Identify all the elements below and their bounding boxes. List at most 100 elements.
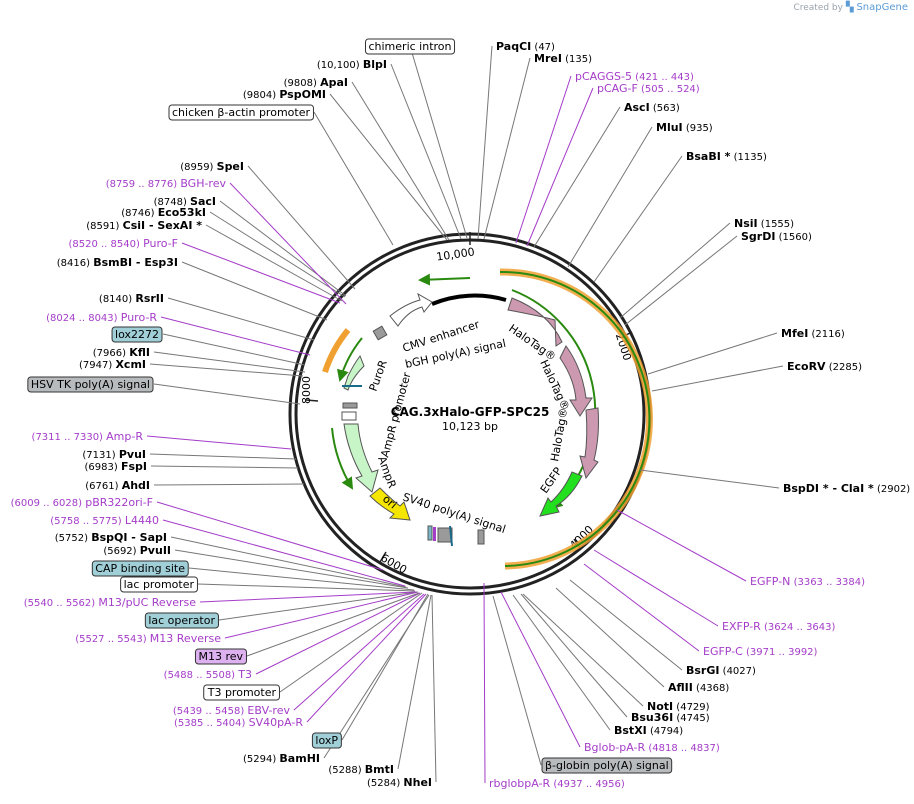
label-sv40par[interactable]: (5385 .. 5404) SV40pA-R [174, 716, 303, 729]
site-name: BamHI [279, 752, 320, 765]
site-name: M13/pUC Reverse [98, 596, 196, 609]
label-noti[interactable]: NotI (4729) [647, 700, 710, 713]
label-rsrii[interactable]: (8140) RsrII [99, 292, 164, 305]
leader-lox2272 [162, 333, 306, 366]
label-bsabi[interactable]: BsaBI * (1135) [686, 150, 767, 163]
feature-name-chimeric: chimeric intron [368, 40, 451, 53]
site-position: (4368) [693, 683, 730, 694]
label-bghrev[interactable]: (8759 .. 8776) BGH-rev [106, 177, 227, 190]
label-bsu36i[interactable]: Bsu36I (4745) [631, 711, 710, 724]
label-chickactin[interactable]: chicken β-actin promoter [168, 104, 314, 121]
cmv-enhancer-arrow [389, 292, 433, 327]
primer-l4440: (5758 .. 5775) L4440 [50, 514, 159, 527]
lox-cluster-2 [433, 527, 436, 541]
label-csii[interactable]: (8591) CsiI - SexAI * [86, 219, 202, 232]
label-purof[interactable]: (8520 .. 8540) Puro-F [68, 237, 178, 250]
enzyme-bspqi: (5752) BspQI - SapI [55, 531, 167, 544]
label-egfpc[interactable]: EGFP-C (3971 .. 3992) [703, 645, 818, 658]
leader-egfpn [616, 509, 747, 582]
enzyme-rsrii: (8140) RsrII [99, 292, 164, 305]
leader-bstxi [512, 594, 611, 731]
label-egfpn[interactable]: EGFP-N (3363 .. 3384) [750, 575, 865, 588]
label-nhei[interactable]: (5284) NheI [367, 776, 432, 789]
label-asci[interactable]: AscI (563) [624, 101, 680, 114]
primer-rbglobpar: rbglobpA-R (4937 .. 4956) [489, 777, 625, 790]
label-pvui[interactable]: (7131) PvuI [82, 448, 146, 461]
leader-asci [533, 106, 621, 248]
label-lacop[interactable]: lac operator [144, 612, 219, 629]
label-bspqi[interactable]: (5752) BspQI - SapI [55, 531, 167, 544]
label-mfei[interactable]: MfeI (2116) [781, 327, 845, 340]
label-kfli[interactable]: (7966) KflI [93, 346, 150, 359]
sv40-block [437, 527, 453, 543]
label-ampr_r[interactable]: (7311 .. 7330) Amp-R [32, 430, 144, 443]
enzyme-bsabi: BsaBI * (1135) [686, 150, 767, 163]
site-name: NheI [403, 776, 432, 789]
label-t3prom[interactable]: T3 promoter [203, 684, 280, 701]
label-bsmbi[interactable]: (8416) BsmBI - Esp3I [57, 256, 178, 269]
label-bglobinpa[interactable]: β-globin poly(A) signal [541, 757, 673, 774]
label-m13puc[interactable]: (5540 .. 5562) M13/pUC Reverse [24, 596, 196, 609]
label-bamhi[interactable]: (5294) BamHI [243, 752, 320, 765]
label-lacprom[interactable]: lac promoter [120, 576, 198, 593]
label-pspomi[interactable]: (9804) PspOMI [243, 88, 326, 101]
leader-csii [205, 224, 343, 302]
label-loxp[interactable]: loxP [311, 732, 342, 749]
label-aflii[interactable]: AflII (4368) [668, 681, 729, 694]
label-mrei[interactable]: MreI (135) [534, 52, 592, 65]
site-position: (8959) [180, 162, 216, 173]
label-capsite[interactable]: CAP binding site [91, 560, 189, 577]
leader-nsii [619, 222, 731, 319]
primer-ampr_r: (7311 .. 7330) Amp-R [32, 430, 144, 443]
enzyme-mfei: MfeI (2116) [781, 327, 845, 340]
label-hsvtk[interactable]: HSV TK poly(A) signal [27, 376, 154, 393]
label-rbglobpar[interactable]: rbglobpA-R (4937 .. 4956) [489, 777, 625, 790]
label-pcagf[interactable]: pCAG-F (505 .. 524) [597, 82, 700, 95]
snapgene-credit: Created by ▚ SnapGene [793, 2, 908, 13]
label-m13reverse[interactable]: (5527 .. 5543) M13 Reverse [75, 632, 221, 645]
label-chimeric[interactable]: chimeric intron [364, 38, 456, 55]
label-ecorv[interactable]: EcoRV (2285) [787, 360, 862, 373]
label-blpi[interactable]: (10,100) BlpI [317, 58, 387, 71]
label-ebvrev[interactable]: (5439 .. 5458) EBV-rev [173, 704, 291, 717]
label-bstxi[interactable]: BstXI (4794) [614, 724, 683, 737]
site-name: AflII [668, 681, 693, 694]
label-lox2272[interactable]: lox2272 [111, 326, 163, 343]
label-mlui[interactable]: MluI (935) [656, 121, 713, 134]
label-exfpr[interactable]: EXFP-R (3624 .. 3643) [722, 620, 836, 633]
site-position: (2116) [808, 329, 845, 340]
label-pbr322[interactable]: (6009 .. 6028) pBR322ori-F [11, 496, 153, 509]
label-spei[interactable]: (8959) SpeI [180, 160, 244, 173]
label-bsrgi[interactable]: BsrGI (4027) [686, 664, 756, 677]
label-m13rev[interactable]: M13 rev [194, 648, 247, 665]
label-paqci[interactable]: PaqCI (47) [496, 40, 555, 53]
label-saci[interactable]: (8748) SacI [154, 195, 216, 208]
label-bspdi[interactable]: BspDI * - ClaI * (2902) [783, 482, 910, 495]
chimeric-intron-arc [431, 293, 507, 306]
label-nsii[interactable]: NsiI (1555) [734, 217, 794, 230]
site-position: (8024 .. 8043) [46, 313, 121, 324]
site-name: EXFP-R [722, 620, 761, 633]
site-name: XcmI [115, 358, 146, 371]
label-sgrdi[interactable]: SgrDI (1560) [741, 230, 812, 243]
label-l4440[interactable]: (5758 .. 5775) L4440 [50, 514, 159, 527]
label-pvuii[interactable]: (5692) PvuII [103, 544, 171, 557]
site-position: (6761) [85, 481, 121, 492]
enzyme-spei: (8959) SpeI [180, 160, 244, 173]
site-name: BsmBI - Esp3I [93, 256, 178, 269]
label-apai[interactable]: (9808) ApaI [284, 76, 348, 89]
leader-xcmi [149, 363, 304, 377]
label-eco53ki[interactable]: (8746) Eco53kI [121, 206, 206, 219]
label-ahdi[interactable]: (6761) AhdI [85, 479, 150, 492]
label-fspi[interactable]: (6983) FspI [85, 460, 147, 473]
label-t3[interactable]: (5488 .. 5508) T3 [164, 668, 252, 681]
site-name: pCAGGS-5 [575, 70, 632, 83]
label-puror_p[interactable]: (8024 .. 8043) Puro-R [46, 311, 157, 324]
feature-box-lacprom [120, 576, 198, 593]
label-pcaggs5[interactable]: pCAGGS-5 (421 .. 443) [575, 70, 694, 83]
leader-bglobinpa [492, 595, 542, 766]
label-bmti[interactable]: (5288) BmtI [328, 763, 394, 776]
label-bglobpar[interactable]: Bglob-pA-R (4818 .. 4837) [584, 741, 720, 754]
site-name: FspI [121, 460, 147, 473]
label-xcmi[interactable]: (7947) XcmI [79, 358, 146, 371]
